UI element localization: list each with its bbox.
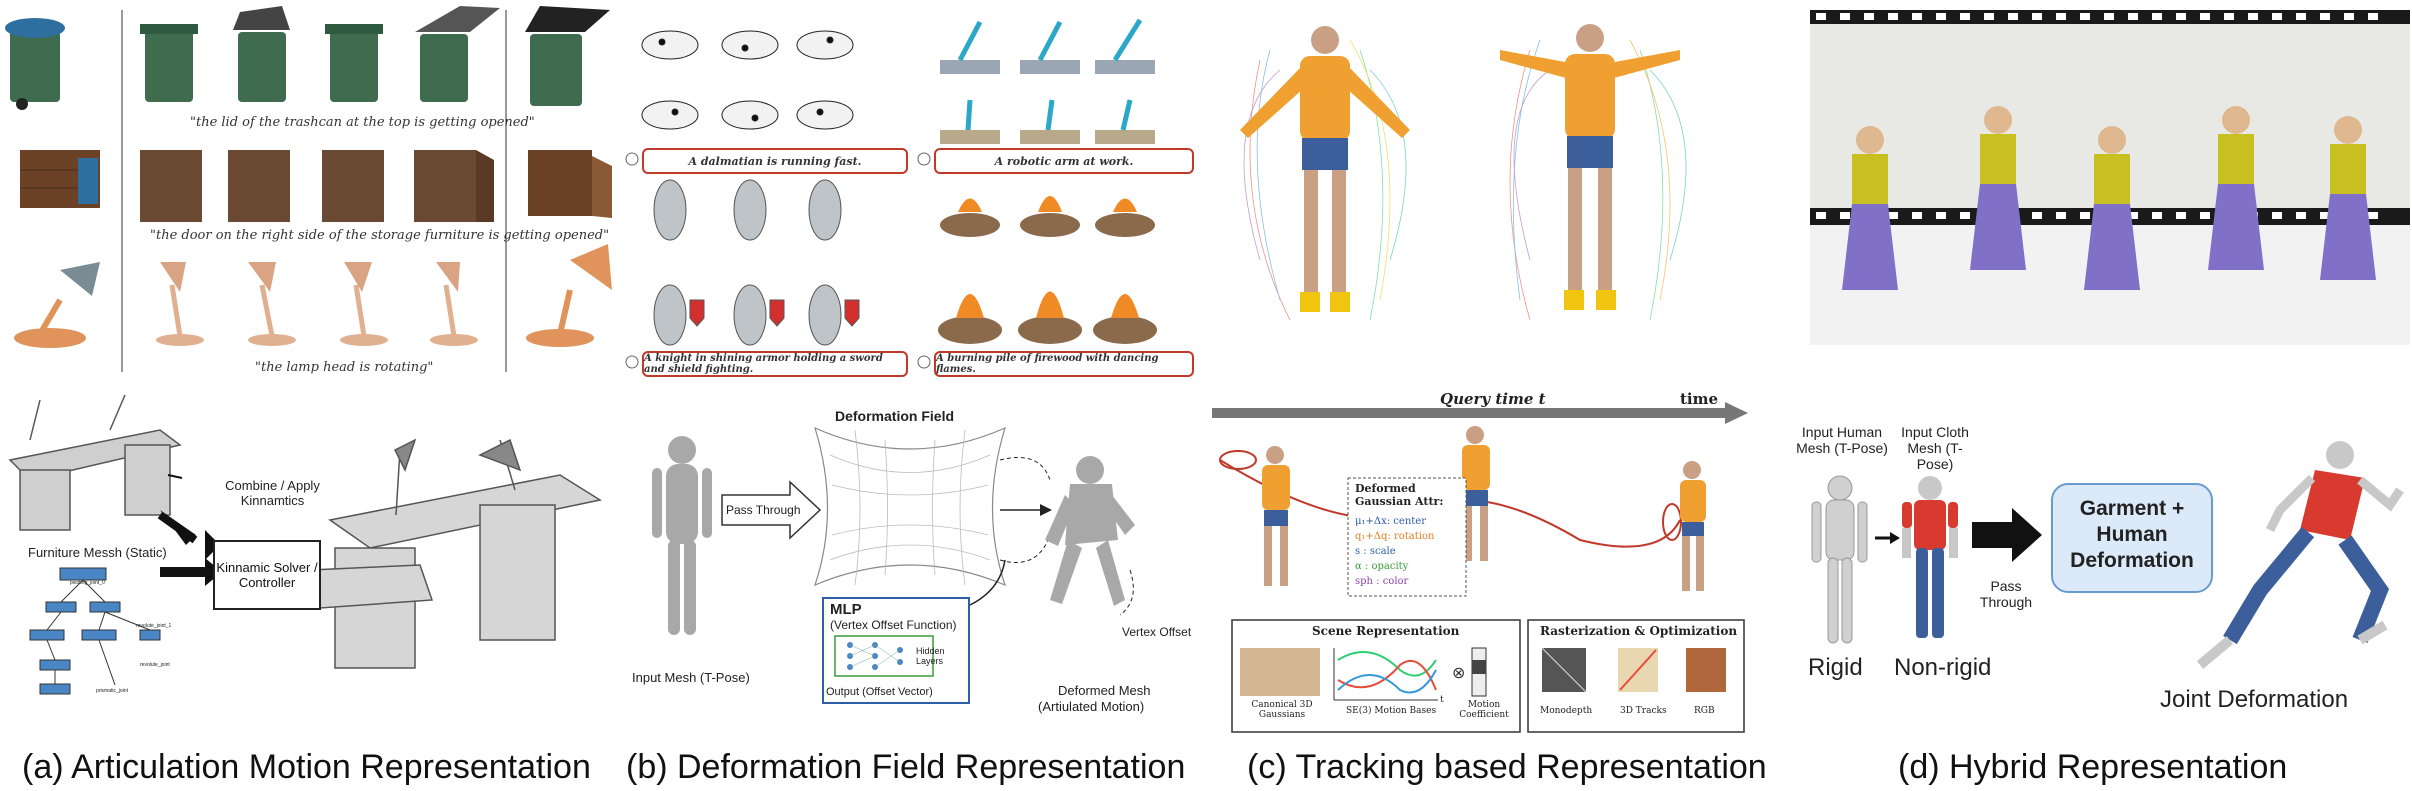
input-cloth-label: Input Cloth Mesh (T-Pose)	[1901, 424, 1969, 472]
deformation-illustration	[625, 18, 1157, 704]
kinematic-tree	[29, 567, 161, 695]
quote-trashcan: "the lid of the trashcan at the top is g…	[190, 115, 535, 130]
deformation-field-title: Deformation Field	[835, 408, 955, 424]
person-small-2	[1462, 426, 1490, 561]
desk-articulated	[309, 438, 602, 669]
deformation-field-grid	[814, 426, 1006, 587]
mlp-subtitle: (Vertex Offset Function)	[830, 618, 957, 632]
trashcan-result	[525, 6, 610, 106]
firewood-grid	[938, 196, 1157, 344]
attr-center: μ₁+Δx: center	[1355, 516, 1426, 527]
lamp-sequence	[156, 262, 478, 346]
motion-bases-icon	[1333, 648, 1438, 701]
rigid-human-figure	[1811, 475, 1868, 644]
tracks-label: 3D Tracks	[1620, 706, 1667, 716]
tracking-illustration: ⊗	[1212, 24, 1748, 733]
caption-c: (c) Tracking based Representation	[1247, 748, 1767, 786]
robot-arm-grid	[940, 18, 1155, 144]
trashcan-static	[5, 18, 65, 110]
furniture-static	[20, 150, 100, 208]
rgb-label: RGB	[1694, 706, 1715, 716]
joint-deformation-label: Joint Deformation	[2160, 686, 2349, 713]
input-mesh-label: Input Mesh (T-Pose)	[632, 670, 750, 685]
garment-box-label: Garment + Human Deformation	[2070, 497, 2194, 572]
tracks-icon	[1618, 648, 1658, 692]
trajectory-lines	[1243, 39, 1687, 321]
query-time-label: Query time t	[1440, 390, 1546, 408]
monodepth-label: Monodepth	[1540, 706, 1593, 716]
person-small-3	[1680, 461, 1706, 591]
canonical-gaussians-icon	[1240, 648, 1320, 696]
raster-opt-title: Rasterization & Optimization	[1540, 624, 1738, 638]
attr-color: sph : color	[1355, 576, 1409, 587]
caption-d: (d) Hybrid Representation	[1898, 748, 2288, 786]
tree-root-label: pivoting_joint_0	[70, 580, 105, 586]
time-label: time	[1680, 390, 1719, 408]
lamp-result	[526, 244, 612, 347]
prompt-robot-arm: A robotic arm at work.	[934, 148, 1194, 174]
caption-a: (a) Articulation Motion Representation	[22, 748, 591, 786]
tree-node-3-label: prismatic_joint	[96, 688, 128, 694]
motion-coef-label: Motion Coefficient	[1459, 700, 1509, 720]
furniture-sequence	[140, 150, 494, 222]
combine-label: Combine / Apply Kinnamtics	[225, 478, 320, 508]
running-figure	[2196, 441, 2404, 669]
pass-through-label: Pass Through	[726, 503, 801, 517]
mlp-output-label: Output (Offset Vector)	[826, 686, 933, 698]
furniture-label: Furniture Messh (Static)	[28, 545, 167, 560]
gaussian-attr-title: Deformed Gaussian Attr:	[1355, 482, 1444, 508]
panel-hybrid: Input Human Mesh (T-Pose) Input Cloth Me…	[1760, 0, 2412, 740]
deformed-mesh-sublabel: (Artiulated Motion)	[1038, 699, 1145, 714]
person-figure-1	[1240, 26, 1410, 312]
knight-grid	[653, 179, 860, 346]
lamp-static	[14, 262, 100, 348]
rgb-icon	[1686, 648, 1726, 692]
furniture-result	[528, 150, 612, 218]
deformed-mesh-label: Deformed Mesh	[1058, 683, 1151, 698]
scene-rep-title: Scene Representation	[1312, 624, 1460, 638]
panel-deformation: A dalmatian is running fast. A robotic a…	[620, 0, 1200, 740]
prompt-knight: A knight in shining armor holding a swor…	[642, 351, 908, 377]
panel-articulation: "the lid of the trashcan at the top is g…	[0, 0, 620, 740]
monodepth-icon	[1541, 647, 1587, 693]
input-human-label: Input Human Mesh (T-Pose)	[1796, 424, 1888, 456]
attr-scale: s : scale	[1355, 546, 1396, 557]
input-mesh-figure	[652, 436, 712, 635]
quote-lamp: "the lamp head is rotating"	[255, 360, 434, 375]
panel-tracking: ⊗ Query time t time Deformed Gaussian At…	[1200, 0, 1760, 740]
solver-box: Kinnamic Solver / Controller	[213, 540, 321, 610]
attr-rotation: q₁+Δq: rotation	[1355, 531, 1435, 542]
prompt-firewood: A burning pile of firewood with dancing …	[934, 351, 1194, 377]
desk-static	[8, 394, 182, 531]
quote-furniture: "the door on the right side of the stora…	[150, 228, 610, 243]
t-axis-label: t	[1440, 695, 1444, 705]
motion-bases-label: SE(3) Motion Bases	[1346, 706, 1437, 716]
nonrigid-human-figure	[1902, 476, 1958, 638]
trashcan-sequence	[140, 6, 500, 102]
person-small-1	[1262, 446, 1290, 586]
prompt-dalmatian: A dalmatian is running fast.	[642, 148, 908, 174]
dalmatian-grid	[641, 30, 854, 130]
canonical-label: Canonical 3D Gaussians	[1251, 700, 1313, 720]
deformed-mesh-figure	[1045, 456, 1135, 606]
hidden-layers-label: Hidden Layers	[916, 646, 945, 666]
tree-node-1-label: revolute_joint_1	[136, 623, 172, 629]
motion-coefficient-icon: ⊗	[1452, 647, 1487, 697]
hybrid-illustration	[1810, 10, 2410, 669]
svg-text:⊗: ⊗	[1452, 663, 1465, 682]
caption-b: (b) Deformation Field Representation	[626, 748, 1186, 786]
nonrigid-label: Non-rigid	[1894, 654, 1992, 681]
attr-opacity: α : opacity	[1355, 561, 1409, 572]
person-figure-2	[1500, 24, 1680, 310]
vertex-offset-label: Vertex Offset	[1122, 625, 1192, 639]
mlp-title: MLP	[830, 601, 862, 618]
tree-node-2-label: revolute_joint	[140, 662, 170, 668]
rigid-label: Rigid	[1808, 654, 1863, 681]
pass-through-label-d: Pass Through	[1979, 578, 2033, 610]
mannequin-row	[1842, 106, 2376, 290]
